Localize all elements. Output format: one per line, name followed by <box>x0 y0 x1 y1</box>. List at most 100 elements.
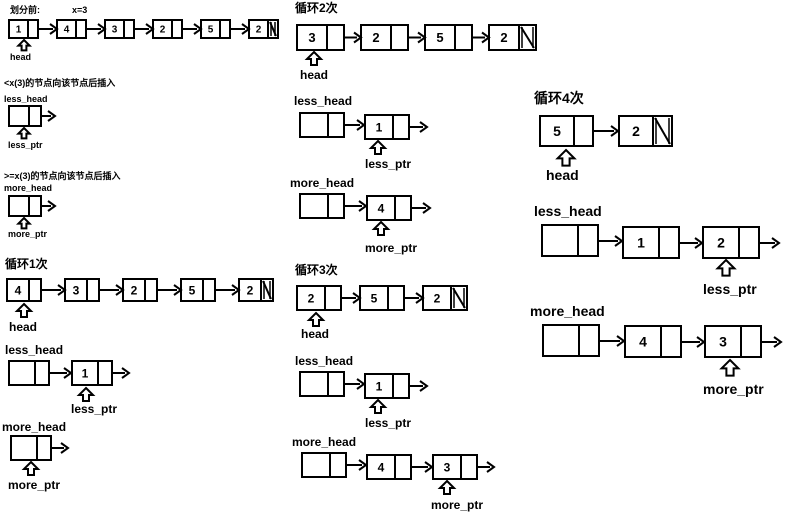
right-arrow-icon <box>408 31 427 44</box>
less-head-node <box>299 371 345 397</box>
list-node: 2 <box>488 24 537 51</box>
less-head-label: less_head <box>4 94 48 104</box>
right-arrow-icon <box>157 284 183 296</box>
list-node: 2 <box>702 226 760 259</box>
less-ptr-label: less_ptr <box>8 140 43 150</box>
up-arrow-icon <box>715 258 737 277</box>
less-head-node <box>8 360 50 386</box>
up-arrow-icon <box>15 126 33 140</box>
list-node: 3 <box>432 454 478 480</box>
node-value: 5 <box>371 291 378 305</box>
list-node: 1 <box>622 226 680 259</box>
up-arrow-icon <box>437 479 457 495</box>
more-ptr-label: more_ptr <box>365 241 417 255</box>
less-ptr-label: less_ptr <box>365 157 411 171</box>
list-node: 2 <box>122 278 158 302</box>
right-arrow-icon <box>681 336 706 348</box>
up-arrow-icon <box>371 220 391 236</box>
node-value: 1 <box>82 366 89 380</box>
node-value: 1 <box>376 120 383 134</box>
less-head-label: less_head <box>294 94 352 108</box>
list-node: 4 <box>624 325 682 358</box>
up-arrow-icon <box>555 148 577 167</box>
list-node: 3 <box>104 19 135 39</box>
more-head-node <box>299 193 345 219</box>
right-arrow-icon <box>599 335 626 347</box>
more-head-label: more_head <box>2 420 66 434</box>
list-node: 2 <box>618 115 673 147</box>
node-value: 2 <box>256 25 262 36</box>
more-head-label: more_head <box>292 435 356 449</box>
node-value: 2 <box>131 283 138 297</box>
right-arrow-icon <box>49 367 73 379</box>
list-node: 4 <box>6 278 42 302</box>
up-arrow-icon <box>719 358 741 377</box>
before-title: 划分前: <box>10 4 40 15</box>
node-value: 2 <box>500 30 507 45</box>
node-value: 2 <box>308 291 315 305</box>
less-head-node <box>8 105 42 127</box>
up-arrow-icon <box>15 216 33 230</box>
node-value: 4 <box>378 201 385 215</box>
right-arrow-icon <box>344 31 363 44</box>
more-head-label: more_head <box>290 176 354 190</box>
right-arrow-icon <box>41 200 57 212</box>
right-arrow-icon <box>679 237 704 249</box>
node-value: 2 <box>247 283 254 297</box>
head-label: head <box>9 320 37 334</box>
less-head-node <box>541 224 599 257</box>
up-arrow-icon <box>304 50 324 66</box>
list-node: 4 <box>366 454 412 480</box>
right-arrow-icon <box>593 125 620 137</box>
list-node: 1 <box>71 360 113 386</box>
up-arrow-icon <box>14 302 34 318</box>
node-value: 2 <box>632 123 640 139</box>
list-node: 5 <box>200 19 231 39</box>
node-value: 4 <box>15 283 22 297</box>
more-ptr-label: more_ptr <box>8 478 60 492</box>
right-arrow-icon <box>86 23 107 35</box>
node-value: 5 <box>436 30 443 45</box>
up-arrow-icon <box>306 311 326 327</box>
right-arrow-icon <box>759 237 781 249</box>
right-arrow-icon <box>598 235 624 247</box>
right-arrow-icon <box>341 292 362 304</box>
round3-title: 循环3次 <box>295 262 338 277</box>
node-value: 2 <box>434 291 441 305</box>
head-label: head <box>10 52 31 62</box>
head-label: head <box>300 68 328 82</box>
right-arrow-icon <box>230 23 251 35</box>
less-ptr-label: less_ptr <box>71 402 117 416</box>
more-ptr-label: more_ptr <box>431 498 483 512</box>
list-node: 2 <box>248 19 279 39</box>
up-arrow-icon <box>21 460 41 476</box>
round4-title: 循环4次 <box>534 90 584 106</box>
right-arrow-icon <box>99 284 125 296</box>
less-head-label: less_head <box>5 343 63 357</box>
right-arrow-icon <box>411 461 434 473</box>
less-head-label: less_head <box>534 203 602 219</box>
right-arrow-icon <box>472 31 491 44</box>
list-node: 3 <box>704 325 762 358</box>
less-head-label: less_head <box>295 354 353 368</box>
list-node: 4 <box>366 195 412 221</box>
list-node: 4 <box>56 19 87 39</box>
node-value: 3 <box>73 283 80 297</box>
node-value: 4 <box>64 25 70 36</box>
list-node: 5 <box>424 24 473 51</box>
more-head-label: more_head <box>4 183 52 193</box>
less-caption: <x(3)的节点向该节点后插入 <box>4 77 115 88</box>
more-ptr-label: more_ptr <box>8 229 48 239</box>
list-node: 1 <box>364 114 410 140</box>
node-value: 3 <box>308 30 315 45</box>
round2-title: 循环2次 <box>295 0 338 15</box>
node-value: 3 <box>444 460 451 474</box>
right-arrow-icon <box>51 442 70 454</box>
right-arrow-icon <box>344 378 366 390</box>
list-node: 1 <box>8 19 39 39</box>
null-slash-icon <box>452 287 466 309</box>
right-arrow-icon <box>182 23 203 35</box>
more-head-node <box>301 452 347 478</box>
right-arrow-icon <box>409 121 429 133</box>
right-arrow-icon <box>344 119 366 131</box>
